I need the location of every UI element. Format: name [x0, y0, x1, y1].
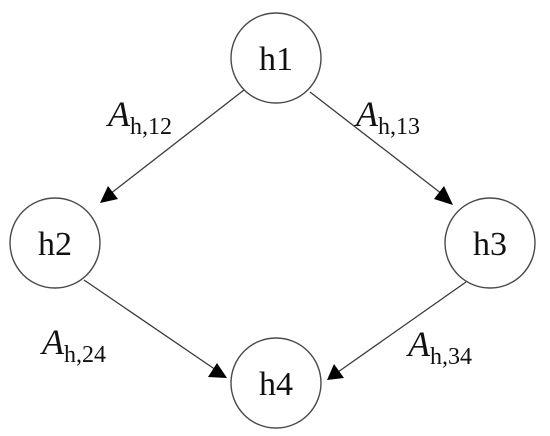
node-h2: h2 [9, 197, 101, 289]
edge-label-symbol: A [354, 94, 379, 134]
edge-label-symbol: A [406, 324, 431, 364]
edge-label-subscript: h,12 [130, 114, 172, 140]
edge-label-h2-h4: Ah,24 [40, 322, 106, 368]
node-h4: h4 [230, 337, 322, 429]
arrow-head-icon [100, 186, 118, 203]
edge-h1-h2-line [109, 89, 245, 195]
edge-h3-h4-line [337, 281, 467, 373]
edge-label-h1-h3: Ah,13 [354, 94, 420, 140]
edge-label-symbol: A [106, 94, 131, 134]
node-h1-circle [230, 12, 322, 104]
node-h4-circle [230, 337, 322, 429]
edge-h1-h2 [100, 89, 245, 203]
arrow-head-icon [327, 364, 344, 380]
edge-h1-h3-line [309, 91, 443, 195]
arrow-head-icon [434, 186, 453, 205]
edge-label-h1-h2: Ah,12 [106, 94, 172, 140]
edge-label-h3-h4: Ah,34 [406, 324, 472, 370]
edge-h2-h4-line [83, 279, 217, 371]
node-h3-label: h3 [473, 226, 507, 263]
edge-h3-h4 [327, 281, 467, 380]
node-h4-label: h4 [259, 366, 293, 403]
edge-h1-h3 [309, 91, 453, 205]
edge-label-symbol: A [40, 322, 65, 362]
node-h2-circle [9, 197, 101, 289]
edge-label-subscript: h,24 [64, 342, 106, 368]
edge-label-subscript: h,34 [430, 344, 472, 370]
node-h3: h3 [444, 197, 536, 289]
edge-h2-h4 [83, 279, 227, 378]
node-h1: h1 [230, 12, 322, 104]
edge-label-subscript: h,13 [378, 114, 420, 140]
node-h1-label: h1 [259, 41, 293, 78]
node-h3-circle [444, 197, 536, 289]
arrow-head-icon [208, 363, 227, 378]
node-h2-label: h2 [38, 226, 72, 263]
